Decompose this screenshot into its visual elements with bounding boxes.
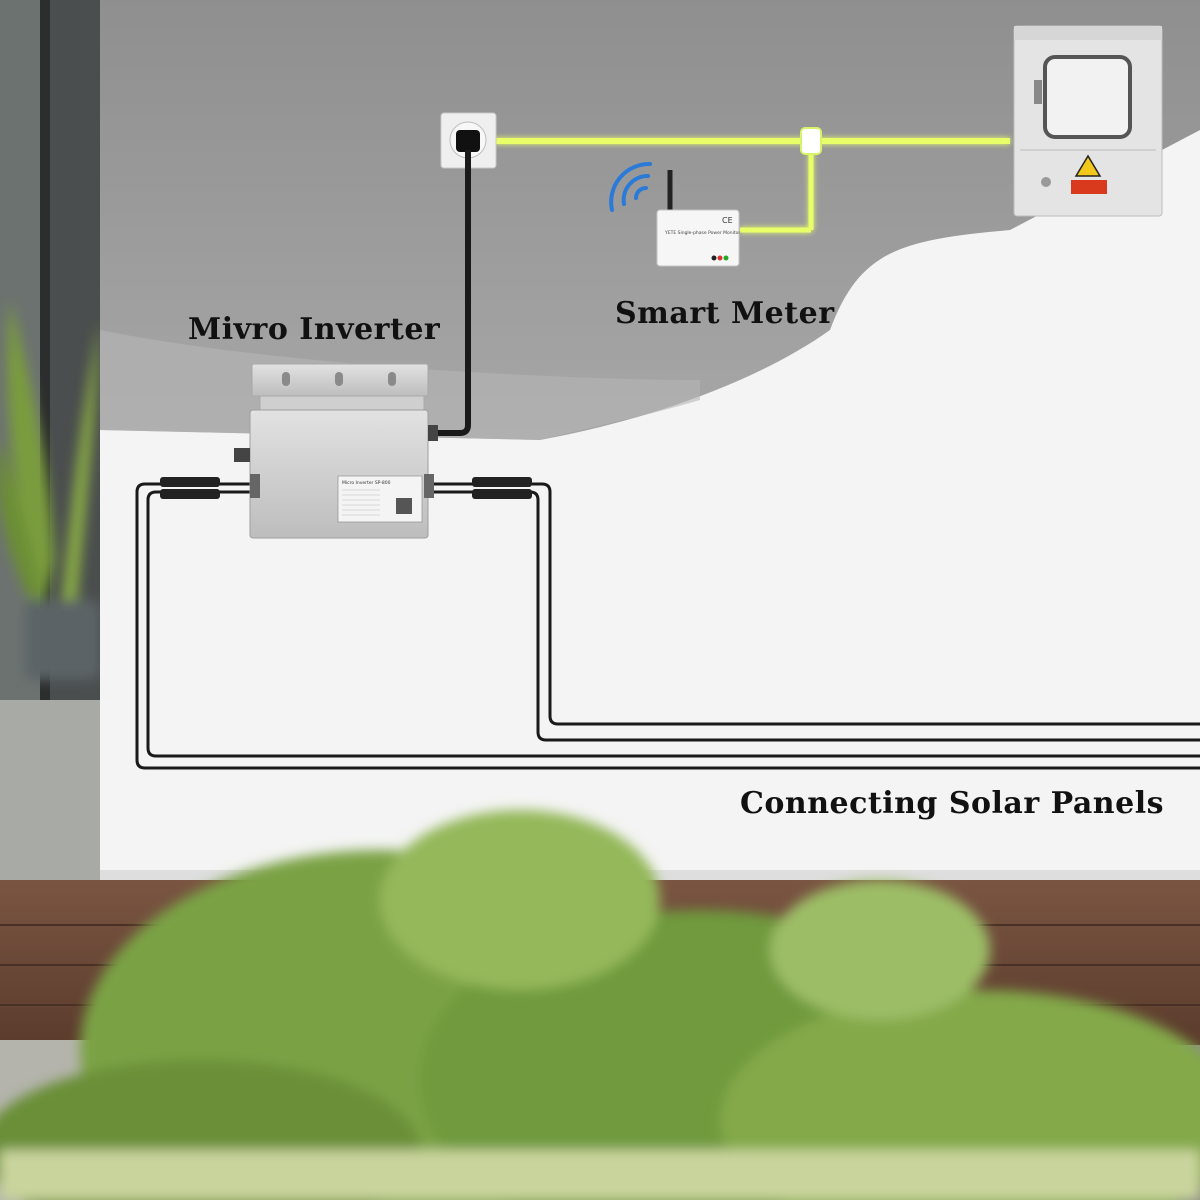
inverter-label: Mivro Inverter xyxy=(188,312,441,347)
background-plant xyxy=(0,300,100,680)
dc-cables xyxy=(135,482,1200,770)
meter-ce-mark: CE xyxy=(722,216,733,225)
mc4-connectors xyxy=(160,477,532,499)
solar-panels-label: Connecting Solar Panels xyxy=(740,786,1164,821)
grid-wiring xyxy=(494,138,1010,233)
grass-foreground xyxy=(0,810,1200,1200)
wifi-signal-icon xyxy=(609,161,652,212)
current-clamp xyxy=(800,127,822,155)
distribution-box xyxy=(1013,25,1163,217)
inverter-plate-title: Micro Inverter SP-800 xyxy=(342,480,391,486)
smart-meter-device: CE YETE Single-phase Power Monitor xyxy=(656,170,740,267)
smart-meter-label: Smart Meter xyxy=(615,296,835,331)
ac-cable xyxy=(428,150,471,436)
wall-socket xyxy=(440,112,497,169)
micro-inverter-device: Micro Inverter SP-800 xyxy=(234,363,438,539)
meter-title: YETE Single-phase Power Monitor xyxy=(664,230,740,236)
